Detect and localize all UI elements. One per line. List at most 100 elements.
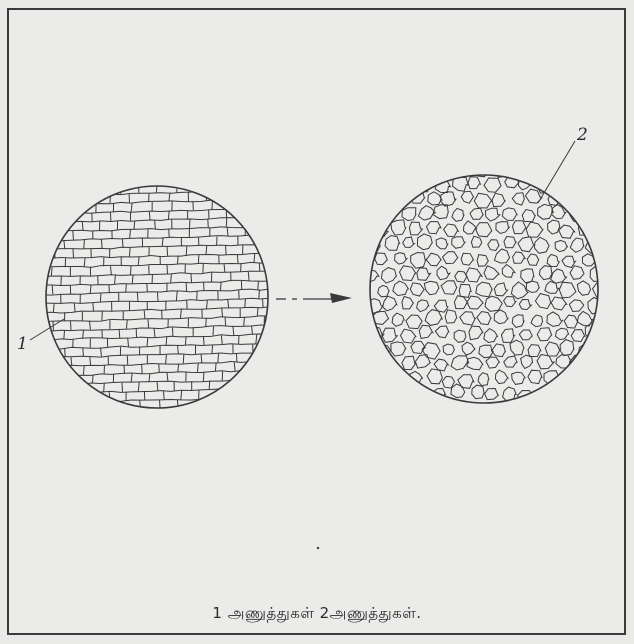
brick-joint xyxy=(248,272,249,281)
brick-joint xyxy=(216,183,217,192)
brick-joint xyxy=(26,295,27,304)
grain-cell xyxy=(434,359,448,371)
brick-row-line xyxy=(41,325,271,331)
brick-joint xyxy=(157,292,158,301)
brick-joint xyxy=(43,277,44,286)
grain-cell xyxy=(526,281,539,293)
brick-joint xyxy=(51,268,52,277)
grain-cell xyxy=(409,222,422,235)
brick-joint xyxy=(191,273,192,282)
brick-joint xyxy=(167,247,168,256)
grain-cell xyxy=(570,209,585,222)
grain-cell xyxy=(460,161,473,173)
grain-cell xyxy=(564,315,578,328)
brick-joint xyxy=(134,221,135,230)
grain-cell xyxy=(570,266,584,280)
brick-joint xyxy=(128,338,129,347)
grain-cell xyxy=(593,282,610,298)
grain-cell xyxy=(426,253,441,266)
grain-cell xyxy=(485,389,499,400)
grain-cell xyxy=(528,345,541,357)
brick-joint xyxy=(259,263,260,272)
grain-cell xyxy=(417,234,432,250)
brick-joint xyxy=(101,347,102,356)
grain-cell xyxy=(394,374,408,386)
label-1-leader-line xyxy=(30,319,64,340)
brick-joint xyxy=(162,238,163,247)
grain-cell xyxy=(458,375,474,389)
grain-cell xyxy=(548,220,560,234)
brick-joint xyxy=(46,331,47,340)
left-brick-structure xyxy=(25,181,278,421)
grain-cell xyxy=(400,266,416,281)
grain-cell xyxy=(468,177,481,189)
brick-joint xyxy=(227,227,228,236)
grain-cell xyxy=(443,402,457,415)
grain-cell xyxy=(477,255,488,267)
grain-cell xyxy=(433,205,449,219)
grain-cell xyxy=(555,240,567,251)
grain-cell xyxy=(551,269,567,283)
brick-joint xyxy=(178,363,179,372)
brick-joint xyxy=(171,274,172,283)
grain-cell xyxy=(443,344,454,355)
grain-cell xyxy=(441,281,457,294)
brick-joint xyxy=(132,275,133,284)
grain-cell xyxy=(578,343,594,359)
brick-row-line xyxy=(41,245,271,250)
brick-joint xyxy=(183,354,184,363)
grain-cell xyxy=(472,385,484,399)
grain-cell xyxy=(410,283,424,296)
grain-cell xyxy=(403,237,415,247)
brick-joint xyxy=(90,285,91,294)
grain-cell xyxy=(381,268,396,284)
label-2: 2 xyxy=(577,127,588,144)
brick-joint xyxy=(25,259,26,268)
brick-joint xyxy=(245,299,246,308)
grain-cell xyxy=(486,357,500,368)
brick-joint xyxy=(73,213,74,222)
grain-cell xyxy=(479,345,493,358)
brick-joint xyxy=(64,384,65,393)
grain-cell xyxy=(478,373,489,386)
grain-cell xyxy=(562,376,576,387)
grain-cell xyxy=(522,210,535,222)
grain-cell xyxy=(443,252,458,264)
grain-cell xyxy=(467,357,483,369)
grain-cell xyxy=(504,356,517,367)
brick-joint xyxy=(54,231,55,240)
brick-joint xyxy=(126,284,127,293)
grain-cell xyxy=(510,165,523,177)
brick-row-line xyxy=(41,379,271,385)
grain-cell xyxy=(411,253,426,269)
brick-joint xyxy=(99,185,100,194)
brick-joint xyxy=(73,249,74,258)
brick-joint xyxy=(26,367,27,376)
grain-cell xyxy=(428,192,442,205)
brick-joint xyxy=(53,303,54,312)
grain-cell xyxy=(512,193,524,205)
grain-cell xyxy=(538,388,551,400)
brick-joint xyxy=(201,354,202,363)
grain-cell xyxy=(494,310,508,324)
brick-row-line xyxy=(41,209,271,214)
grain-cell xyxy=(451,356,469,370)
brick-joint xyxy=(154,328,155,337)
brick-joint xyxy=(203,336,204,345)
grain-cell xyxy=(484,329,498,343)
grain-cell xyxy=(422,343,440,360)
grain-cell xyxy=(526,222,543,237)
brick-joint xyxy=(268,199,269,208)
brick-joint xyxy=(276,406,277,415)
brick-joint xyxy=(197,363,198,372)
brick-joint xyxy=(182,408,183,417)
grain-cell xyxy=(488,240,500,251)
brick-joint xyxy=(243,209,244,218)
brick-joint xyxy=(257,308,258,317)
grain-cell xyxy=(492,344,506,357)
grain-cell xyxy=(519,300,531,310)
brick-joint xyxy=(83,366,84,375)
grain-cell xyxy=(461,253,473,265)
brick-row-line xyxy=(41,253,271,259)
